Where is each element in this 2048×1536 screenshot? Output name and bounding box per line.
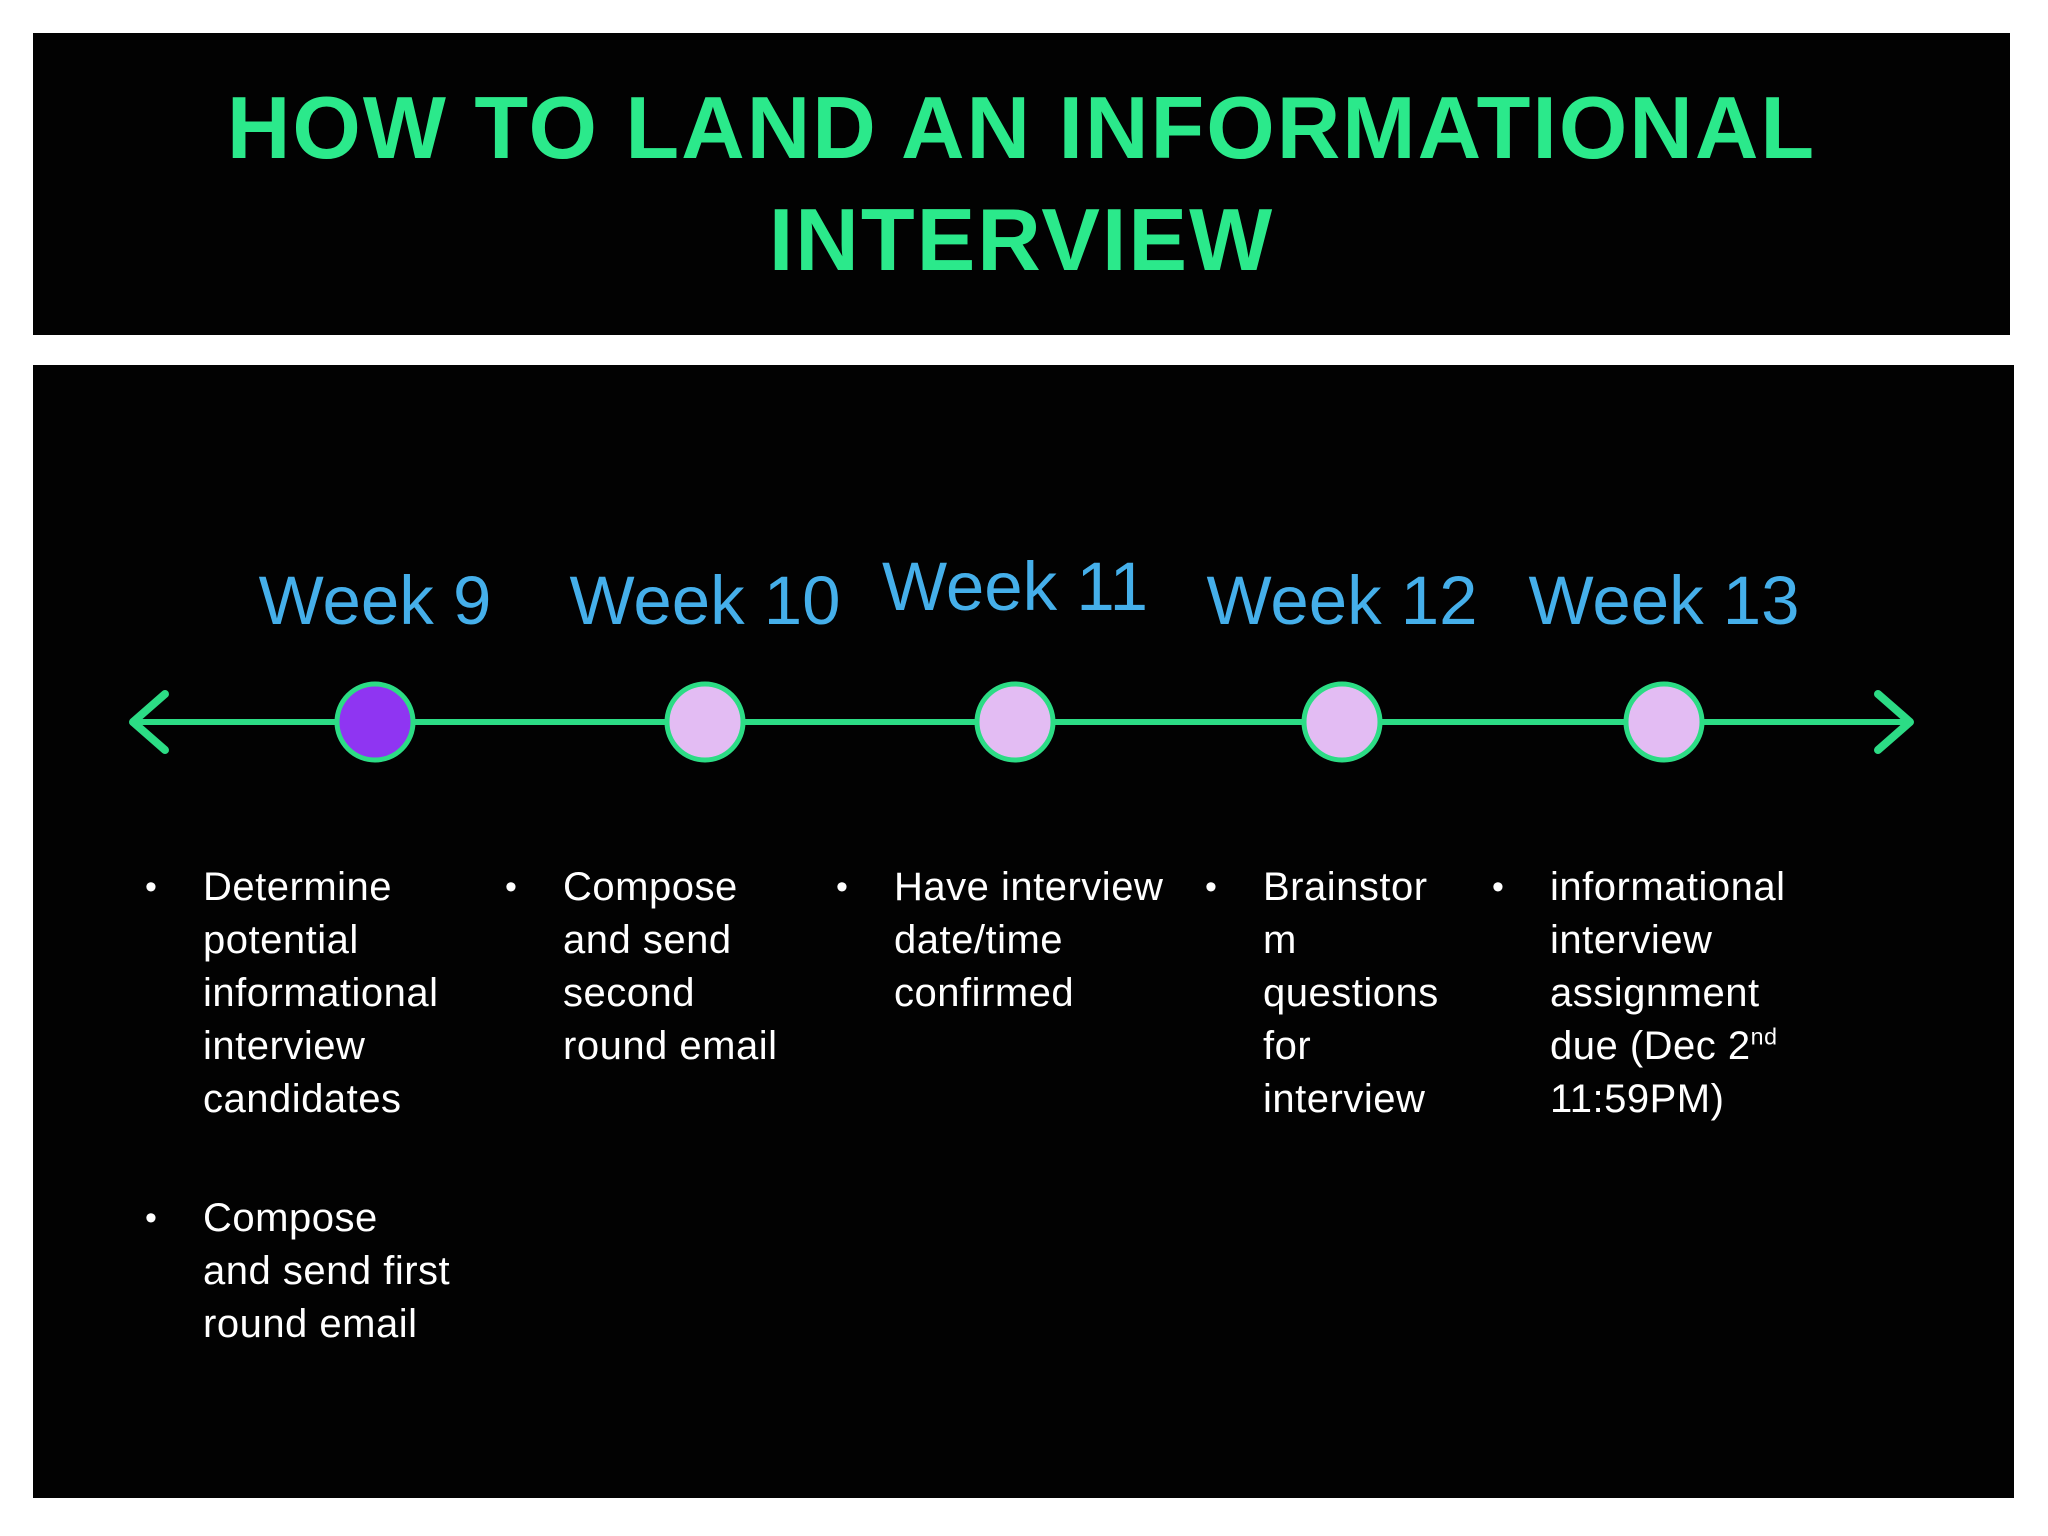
bullet-text-post: 11:59PM) [1550,1077,1725,1121]
bullet-column-week-9: • Determine potential informational inte… [145,861,453,1351]
list-item: • Have interview date/time confirmed [836,861,1199,1020]
bullet-text: Brainstorm questions for interview [1263,865,1439,1121]
timeline-arrow-left-icon [129,690,169,754]
list-item: • Compose and send second round email [505,861,791,1073]
bullet-column-week-12: • Brainstorm questions for interview [1205,861,1451,1126]
list-item: • informational interview assignment due… [1492,861,1822,1126]
bullet-icon: • [836,868,848,906]
bullet-text: Compose and send first round email [203,1196,451,1346]
bullet-text-pre: informational interview assignment due (… [1550,865,1786,1068]
timeline [129,681,1914,763]
title-bar: HOW TO LAND AN INFORMATIONAL INTERVIEW [33,33,2010,335]
bullet-icon: • [1492,868,1504,906]
timeline-node-week-10 [664,681,746,763]
bullet-column-week-13: • informational interview assignment due… [1492,861,1822,1126]
week-label-13: Week 13 [1528,562,1800,639]
bullet-text: informational interview assignment due (… [1550,861,1822,1126]
timeline-node-week-9 [334,681,416,763]
week-label-12: Week 12 [1206,562,1478,639]
timeline-arrow-right-icon [1874,690,1914,754]
week-label-11: Week 11 [882,548,1148,625]
week-label-10: Week 10 [569,562,841,639]
bullet-icon: • [145,868,157,906]
timeline-node-week-12 [1301,681,1383,763]
timeline-node-week-11 [974,681,1056,763]
list-item: • Compose and send first round email [145,1192,453,1351]
bullet-column-week-10: • Compose and send second round email [505,861,791,1073]
bullet-column-week-11: • Have interview date/time confirmed [836,861,1199,1020]
list-item: • Brainstorm questions for interview [1205,861,1451,1126]
bullet-text: Have interview date/time confirmed [894,865,1164,1015]
timeline-panel: Week 9 Week 10 Week 11 Week 12 Week 13 •… [33,365,2014,1498]
bullet-icon: • [505,868,517,906]
bullet-icon: • [145,1199,157,1237]
bullet-icon: • [1205,868,1217,906]
timeline-node-week-13 [1623,681,1705,763]
bullet-text: Compose and send second round email [563,865,778,1068]
ordinal-superscript: nd [1750,1023,1778,1050]
slide-title: HOW TO LAND AN INFORMATIONAL INTERVIEW [226,78,1817,289]
week-label-9: Week 9 [258,562,492,639]
list-item: • Determine potential informational inte… [145,861,453,1126]
bullet-text: Determine potential informational interv… [203,865,439,1121]
